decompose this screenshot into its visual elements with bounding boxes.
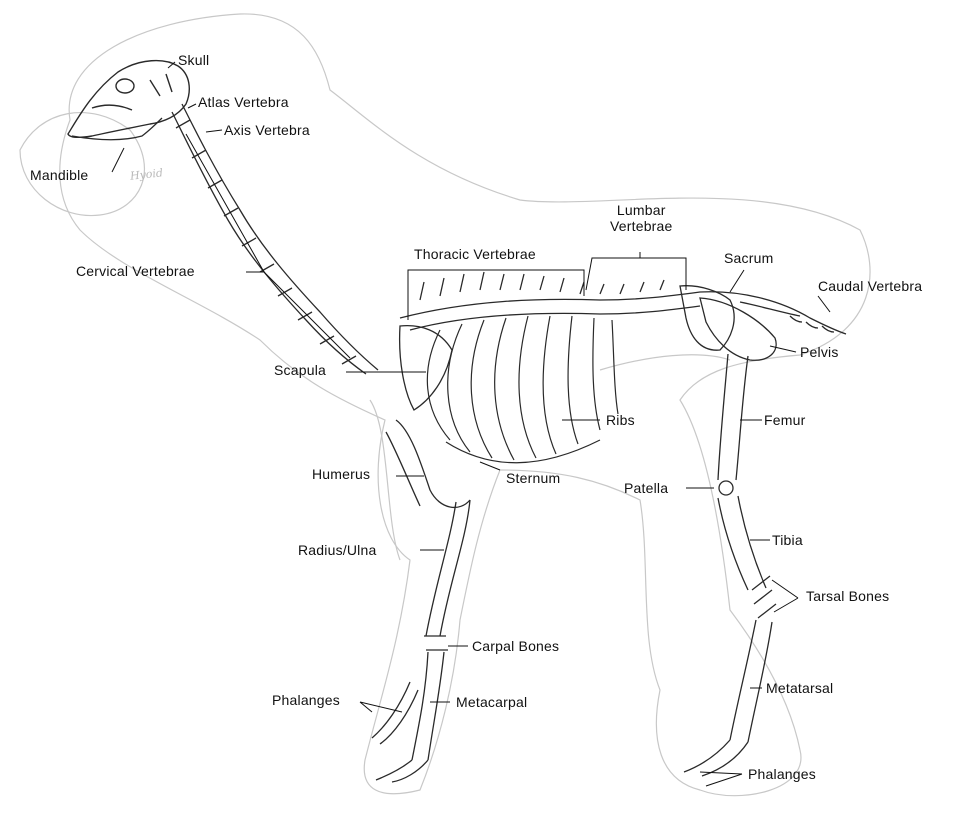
label-carpal-bones: Carpal Bones [472, 638, 559, 654]
label-metacarpal: Metacarpal [456, 694, 527, 710]
bracket-lumbar [586, 252, 686, 290]
hind-leg-bones [684, 354, 776, 776]
label-axis-vertebra: Axis Vertebra [224, 122, 310, 138]
rib-cage [427, 316, 618, 463]
label-ribs: Ribs [606, 412, 635, 428]
label-skull: Skull [178, 52, 209, 68]
label-humerus: Humerus [312, 466, 370, 482]
scapula-bone [400, 326, 452, 410]
leader-sternum [480, 462, 500, 470]
leader-caudal [818, 296, 830, 312]
leader-tarsal [772, 580, 798, 612]
label-femur: Femur [764, 412, 805, 428]
label-caudal-vertebra: Caudal Vertebra [818, 278, 922, 294]
label-pelvis: Pelvis [800, 344, 839, 360]
label-phalanges-front: Phalanges [272, 692, 340, 708]
label-patella: Patella [624, 480, 668, 496]
label-tibia: Tibia [772, 532, 803, 548]
skull-bone [68, 61, 189, 138]
leader-sacrum [730, 270, 744, 292]
label-sternum: Sternum [506, 470, 560, 486]
label-scapula: Scapula [274, 362, 326, 378]
label-thoracic-vertebrae: Thoracic Vertebrae [414, 246, 536, 262]
label-metatarsal: Metatarsal [766, 680, 833, 696]
label-tarsal-bones: Tarsal Bones [806, 588, 889, 604]
leader-mandible [112, 148, 124, 172]
label-cervical-vertebrae: Cervical Vertebrae [76, 263, 195, 279]
label-sacrum: Sacrum [724, 250, 773, 266]
leader-cervical [186, 134, 350, 358]
leader-axis [206, 130, 222, 132]
leader-atlas [188, 104, 196, 108]
label-phalanges-rear: Phalanges [748, 766, 816, 782]
label-atlas-vertebra: Atlas Vertebra [198, 94, 289, 110]
leader-phalanges-front [360, 702, 402, 712]
spine-bones [400, 272, 846, 350]
bracket-thoracic [408, 270, 584, 320]
cervical-vertebrae-bones [172, 104, 378, 374]
label-radius-ulna: Radius/Ulna [298, 542, 376, 558]
label-mandible: Mandible [30, 167, 88, 183]
label-lumbar-vertebrae: Lumbar Vertebrae [610, 202, 673, 234]
